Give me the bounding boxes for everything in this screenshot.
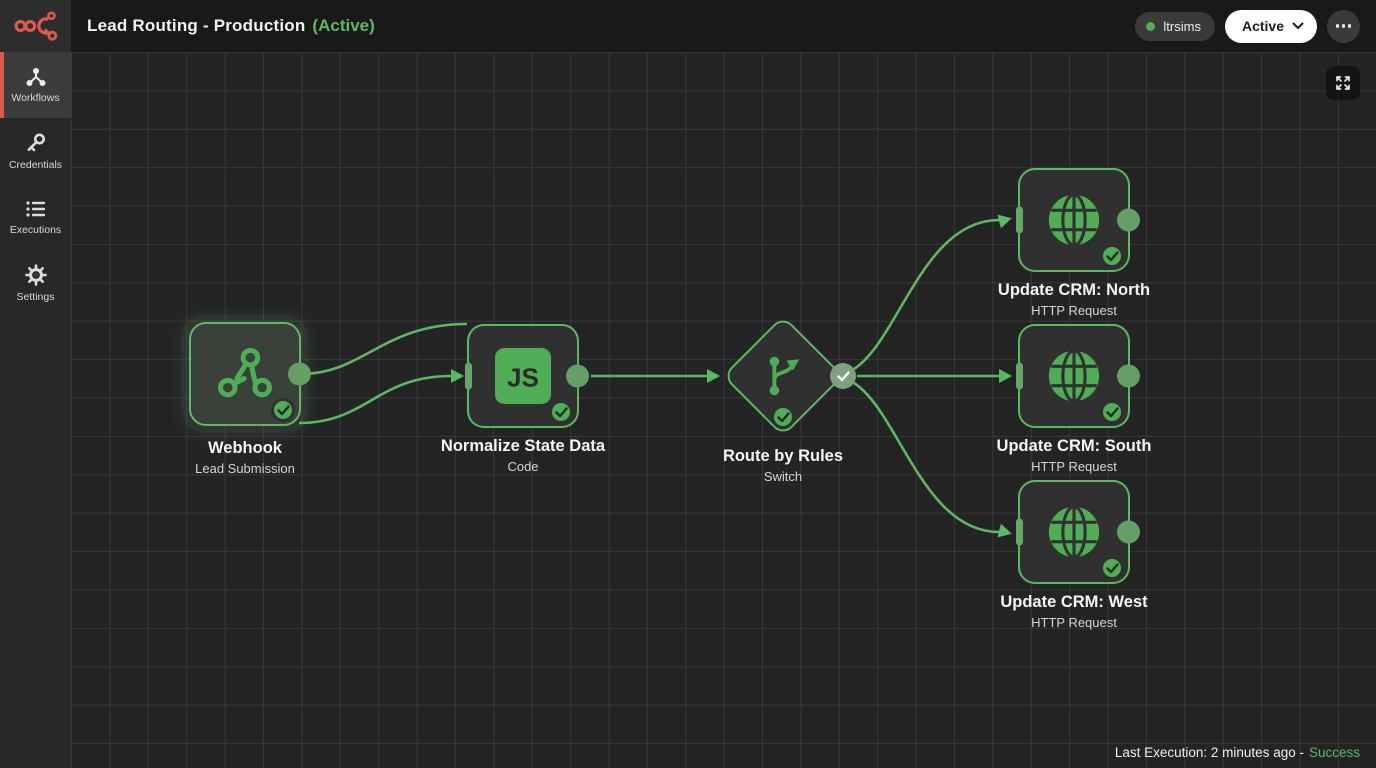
user-badge[interactable]: ltrsims [1135, 11, 1215, 41]
check-icon [1105, 562, 1119, 573]
input-port[interactable] [1016, 518, 1023, 546]
success-badge [271, 398, 295, 422]
node-label-code: Normalize State Data Code [403, 436, 643, 476]
sidebar-item-executions[interactable]: Executions [0, 184, 71, 250]
executions-list-icon [25, 200, 45, 217]
check-icon [554, 406, 568, 417]
user-name: ltrsims [1163, 18, 1201, 34]
webhook-icon [218, 347, 272, 398]
workflow-title-group: Lead Routing - Production (Active) [71, 16, 375, 36]
node-subtitle: HTTP Request [1031, 459, 1117, 474]
node-normalize-state-data[interactable]: JS [465, 324, 589, 428]
node-update-crm-south[interactable] [1016, 324, 1140, 428]
more-options-button[interactable] [1327, 9, 1360, 43]
header-actions: ltrsims Active [1135, 9, 1376, 43]
check-icon [1105, 406, 1119, 417]
arrowhead-switch-input [707, 369, 720, 383]
node-label-crm-south: Update CRM: South HTTP Request [954, 436, 1194, 476]
node-name: Webhook [208, 439, 282, 457]
wire-webhook-to-code [298, 374, 452, 425]
sidebar-label: Workflows [11, 91, 60, 104]
node-subtitle: HTTP Request [1031, 615, 1117, 630]
node-route-by-rules[interactable] [722, 315, 856, 437]
check-icon [836, 370, 850, 381]
sidebar-item-settings[interactable]: Settings [0, 250, 71, 316]
connection-layer [298, 214, 1012, 538]
node-subtitle: Code [507, 459, 539, 474]
gear-icon [24, 263, 47, 286]
sidebar-label: Settings [16, 290, 55, 303]
sidebar-item-credentials[interactable]: Credentials [0, 118, 71, 184]
status-success-value: Success [1308, 745, 1360, 760]
node-name: Update CRM: South [996, 437, 1152, 455]
last-execution-status: Last Execution: 2 minutes ago - Success [1115, 745, 1360, 760]
fit-view-button[interactable] [1326, 66, 1360, 100]
online-status-dot [1146, 21, 1156, 31]
expand-arrows-icon [1336, 76, 1350, 90]
success-badge [771, 405, 795, 429]
globe-icon [1048, 505, 1100, 559]
branch-icon [769, 356, 800, 396]
workflow-active-indicator: (Active) [312, 16, 375, 35]
workflows-icon [26, 67, 45, 86]
svg-text:JS: JS [507, 363, 539, 393]
javascript-icon: JS [494, 347, 552, 405]
workflow-canvas[interactable]: Webhook Lead Submission JS Normalize Sta… [71, 52, 1376, 768]
node-subtitle: Switch [763, 469, 803, 484]
node-webhook[interactable] [182, 315, 311, 433]
sidebar-label: Credentials [8, 158, 63, 171]
chevron-down-icon [1292, 22, 1304, 29]
check-icon [1105, 250, 1119, 261]
output-port[interactable] [566, 364, 589, 388]
app-logo[interactable] [0, 0, 71, 52]
node-label-switch: Route by Rules Switch [663, 446, 903, 486]
node-label-webhook: Webhook Lead Submission [125, 438, 365, 478]
arrowhead-code-input [451, 369, 464, 383]
output-port[interactable] [1117, 208, 1140, 232]
success-badge [1100, 556, 1124, 580]
status-label: Last Execution: 2 minutes ago - [1114, 745, 1304, 760]
input-port[interactable] [465, 362, 472, 390]
arrowhead-north-input [997, 214, 1012, 229]
node-label-crm-north: Update CRM: North HTTP Request [954, 280, 1194, 320]
arrowhead-west-input [997, 523, 1012, 538]
sidebar-item-workflows[interactable]: Workflows [0, 52, 71, 118]
check-icon [776, 411, 790, 422]
node-name: Route by Rules [722, 447, 844, 465]
wire-switch-to-north [853, 218, 1000, 371]
node-name: Update CRM: West [1000, 593, 1148, 611]
page-title: Lead Routing - Production [87, 16, 306, 35]
left-sidebar: Workflows Credentials Executions [0, 52, 71, 768]
globe-icon [1048, 349, 1100, 403]
input-port[interactable] [1016, 206, 1023, 234]
input-port[interactable] [1016, 362, 1023, 390]
node-label-crm-west: Update CRM: West HTTP Request [954, 592, 1194, 632]
globe-icon [1048, 193, 1100, 247]
node-name: Update CRM: North [997, 281, 1151, 299]
node-subtitle: HTTP Request [1031, 303, 1117, 318]
top-header: Lead Routing - Production (Active) ltrsi… [0, 0, 1376, 52]
node-update-crm-west[interactable] [1016, 480, 1140, 584]
wire-switch-to-west [853, 381, 1000, 534]
switch-output-connector[interactable] [830, 363, 856, 389]
success-badge [549, 400, 573, 424]
arrowhead-south-input [999, 369, 1012, 383]
output-port[interactable] [1117, 520, 1140, 544]
success-badge [1100, 400, 1124, 424]
sidebar-label: Executions [9, 223, 62, 236]
node-name: Normalize State Data [440, 437, 606, 455]
wire-webhook-top [300, 322, 468, 376]
node-subtitle: Lead Submission [195, 461, 295, 476]
brand-logo-icon [14, 11, 57, 41]
active-toggle-label: Active [1241, 18, 1284, 34]
output-port[interactable] [1117, 364, 1140, 388]
active-toggle-dropdown[interactable]: Active [1224, 9, 1317, 43]
check-icon [276, 404, 290, 415]
key-icon [27, 133, 45, 151]
node-update-crm-north[interactable] [1016, 168, 1140, 272]
output-port[interactable] [288, 362, 311, 386]
success-badge [1100, 244, 1124, 268]
